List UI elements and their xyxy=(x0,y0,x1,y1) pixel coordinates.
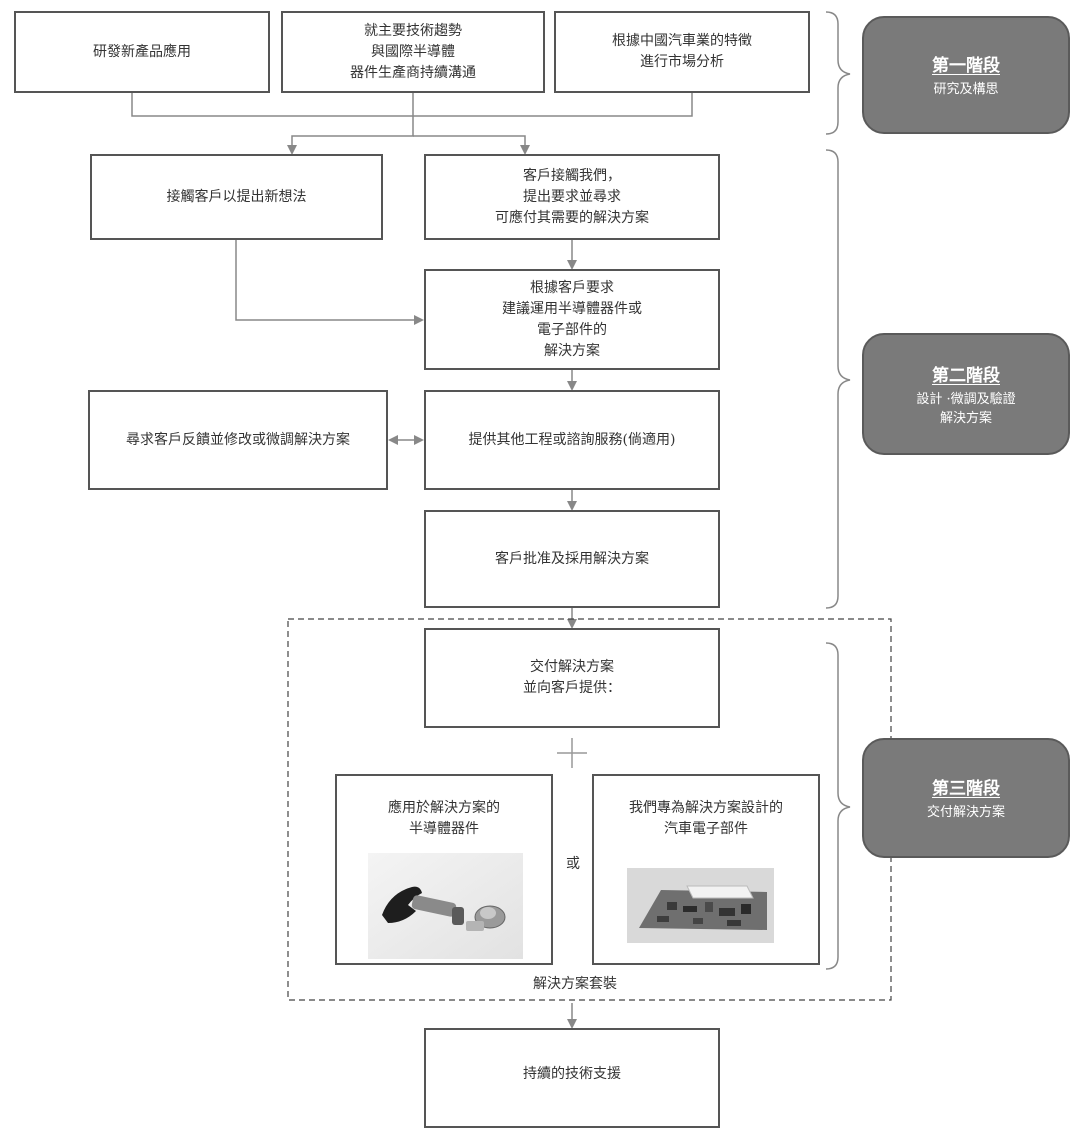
stage-description: 設計 ·微調及驗證 解決方案 xyxy=(916,391,1016,426)
stage-badge-phase-2: 第二階段 設計 ·微調及驗證 解決方案 xyxy=(862,333,1070,455)
box-tech-trend-communication: 就主要技術趨勢 與國際半導體 器件生產商持續溝通 xyxy=(281,11,545,93)
stage-badge-phase-1: 第一階段 研究及構思 xyxy=(862,16,1070,134)
box-market-analysis: 根據中國汽車業的特徵 進行市場分析 xyxy=(554,11,810,93)
semiconductor-device-photo xyxy=(368,853,523,959)
automotive-electronic-part-photo xyxy=(627,868,774,943)
box-contact-clients: 接觸客戶以提出新想法 xyxy=(90,154,383,240)
box-deliver-solution: 交付解決方案 並向客戶提供： xyxy=(424,628,720,728)
box-clients-contact-us: 客戶接觸我們， 提出要求並尋求 可應付其需要的解決方案 xyxy=(424,154,720,240)
stage-description: 研究及構思 xyxy=(933,82,999,97)
box-ongoing-technical-support: 持續的技術支援 xyxy=(424,1028,720,1128)
stage-description: 交付解決方案 xyxy=(926,805,1005,820)
or-label: 或 xyxy=(566,856,580,872)
box-propose-solution: 根據客戶要求 建議運用半導體器件或 電子部件的 解決方案 xyxy=(424,269,720,370)
stage-badge-phase-3: 第三階段 交付解決方案 xyxy=(862,738,1070,858)
stage-title: 第三階段 xyxy=(932,779,1000,799)
box-develop-new-applications: 研發新產品應用 xyxy=(14,11,270,93)
box-engineering-services: 提供其他工程或諮詢服務(倘適用) xyxy=(424,390,720,490)
box-client-approval: 客戶批准及採用解決方案 xyxy=(424,510,720,608)
stage-title: 第一階段 xyxy=(932,56,1000,76)
stage-title: 第二階段 xyxy=(932,365,1000,386)
solution-package-label: 解決方案套裝 xyxy=(533,976,617,992)
box-seek-feedback: 尋求客戶反饋並修改或微調解決方案 xyxy=(88,390,388,490)
